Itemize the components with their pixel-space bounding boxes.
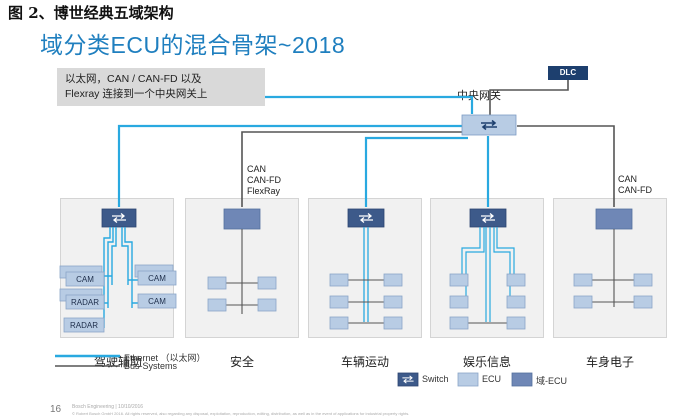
ethernet-lines bbox=[117, 95, 490, 207]
bus-label-safety-canfd: CAN-FD bbox=[247, 175, 281, 185]
slide: 域分类ECU的混合骨架~2018 以太网，CAN / CAN-FD 以及 Fle… bbox=[0, 22, 700, 416]
motion-ecu bbox=[383, 316, 403, 330]
body-ecu bbox=[633, 295, 653, 309]
adas-ecu-label: CAM bbox=[76, 275, 94, 284]
infotainment-ecu bbox=[449, 295, 469, 309]
motion-ecu bbox=[383, 273, 403, 287]
adas-ecu-radar-2 bbox=[63, 317, 105, 333]
legend-switch-symbol bbox=[397, 372, 419, 387]
adas-ecu-cam-1 bbox=[65, 271, 105, 287]
central-gateway bbox=[461, 114, 517, 136]
adas-ecu-links bbox=[102, 227, 138, 329]
legend-domain-ecu-symbol bbox=[511, 372, 533, 387]
infotainment-ecu bbox=[449, 316, 469, 330]
body-ecu bbox=[573, 295, 593, 309]
adas-switch bbox=[101, 208, 137, 228]
legend-ecu-symbol bbox=[457, 372, 479, 387]
bus-label-body-canfd: CAN-FD bbox=[618, 185, 652, 195]
bus-link-safety bbox=[241, 131, 462, 207]
bus-label-safety: CAN CAN-FD FlexRay bbox=[247, 164, 281, 197]
note-line-2: Flexray 连接到一个中央网关上 bbox=[65, 88, 208, 100]
domain-label-body: 车身电子 bbox=[585, 355, 634, 369]
bus-link-body bbox=[517, 125, 615, 207]
bus-label-safety-can: CAN bbox=[247, 164, 267, 174]
adas-ecu-label: CAM bbox=[148, 297, 166, 306]
safety-ecu bbox=[207, 276, 227, 290]
body-ecu bbox=[633, 273, 653, 287]
bus-lines bbox=[241, 80, 615, 207]
eth-link-motion bbox=[364, 136, 468, 207]
domain-label-safety: 安全 bbox=[229, 355, 254, 369]
bus-label-body: CAN CAN-FD bbox=[618, 174, 652, 196]
note-line-1: 以太网，CAN / CAN-FD 以及 bbox=[65, 73, 202, 85]
topology-diagram: CAM RADAR CAM CAM RADAR bbox=[55, 80, 653, 387]
bus-label-safety-flexray: FlexRay bbox=[247, 186, 281, 196]
legend-domain-ecu-text: 域-ECU bbox=[536, 376, 567, 386]
figure-title: 图 2、博世经典五域架构 bbox=[8, 4, 174, 22]
dlc-box: DLC bbox=[548, 66, 588, 80]
body-ecu bbox=[573, 273, 593, 287]
infotainment-ecu bbox=[506, 316, 526, 330]
footer-line-1: Bosch Engineering | 10/10/2016 bbox=[72, 404, 144, 410]
gateway-switch-icon bbox=[481, 119, 497, 131]
legend-bus-text: Bus-Systems bbox=[124, 361, 178, 371]
legend-switch-text: Switch bbox=[422, 374, 449, 384]
infotainment-ecu bbox=[506, 295, 526, 309]
motion-ecu bbox=[329, 295, 349, 309]
motion-switch bbox=[347, 208, 385, 228]
motion-ecu bbox=[329, 273, 349, 287]
legend-ethernet-text: Ethernet （以太网） bbox=[124, 353, 206, 363]
adas-ecu-label: RADAR bbox=[71, 298, 99, 307]
note-box: 以太网，CAN / CAN-FD 以及 Flexray 连接到一个中央网关上 bbox=[57, 68, 265, 106]
adas-ecu-radar-1 bbox=[65, 294, 105, 310]
motion-ecu bbox=[383, 295, 403, 309]
legend-ecu-text: ECU bbox=[482, 374, 502, 384]
adas-ecu-label: CAM bbox=[148, 274, 166, 283]
note-connector-line bbox=[265, 95, 474, 114]
slide-title: 域分类ECU的混合骨架~2018 bbox=[40, 32, 346, 58]
safety-ecu bbox=[207, 298, 227, 312]
infotainment-ecu bbox=[449, 273, 469, 287]
domain-label-infotainment: 娱乐信息 bbox=[462, 355, 511, 369]
adas-ecu-cam-2 bbox=[137, 270, 177, 286]
domain-label-motion: 车辆运动 bbox=[340, 355, 389, 369]
safety-domain-ecu bbox=[223, 208, 261, 230]
infotainment-ecu bbox=[506, 273, 526, 287]
dlc-link bbox=[489, 80, 569, 115]
page-number: 16 bbox=[50, 404, 62, 415]
eth-link-adas bbox=[117, 124, 462, 207]
footer-line-2: © Robert Bosch GmbH 2016. All rights res… bbox=[72, 411, 410, 416]
infotainment-switch bbox=[469, 208, 507, 228]
safety-ecu bbox=[257, 276, 277, 290]
motion-ecu bbox=[329, 316, 349, 330]
adas-ecu-label: RADAR bbox=[70, 321, 98, 330]
safety-ecu bbox=[257, 298, 277, 312]
adas-ecu-cam-3 bbox=[137, 293, 177, 309]
body-domain-ecu bbox=[595, 208, 633, 230]
bus-label-body-can: CAN bbox=[618, 174, 638, 184]
